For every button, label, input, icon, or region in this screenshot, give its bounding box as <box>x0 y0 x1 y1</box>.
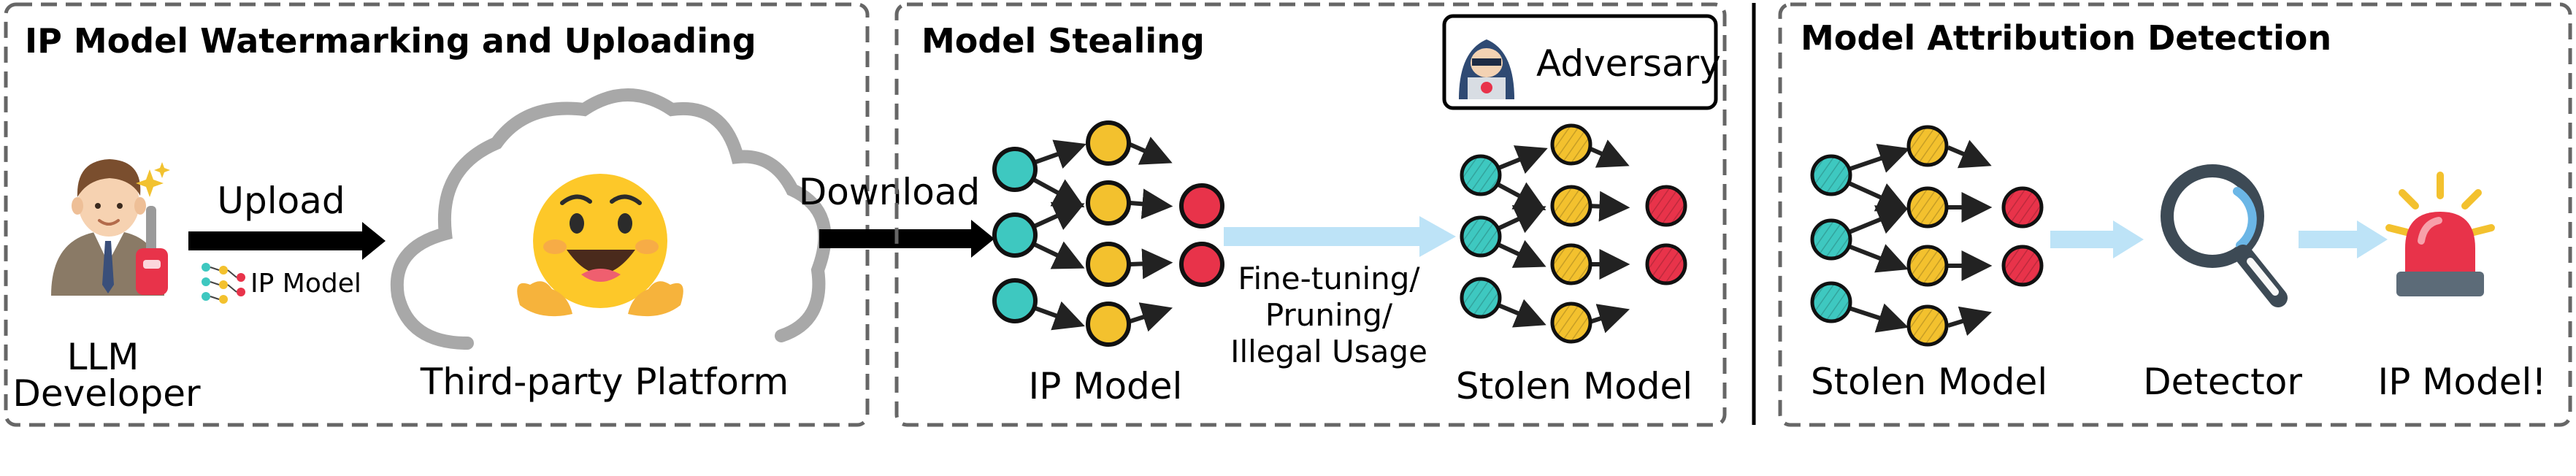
ip-model-tag: IP Model <box>250 269 361 299</box>
output-node <box>1647 187 1685 225</box>
output-node <box>2004 247 2042 285</box>
panel-watermarking <box>4 2 870 427</box>
hidden-node <box>1086 302 1131 347</box>
alarm-siren-icon <box>2385 172 2495 296</box>
output-node <box>2004 188 2042 226</box>
platform-cloud <box>390 88 832 350</box>
hidden-node <box>1909 307 1947 345</box>
hidden-node <box>1909 247 1947 285</box>
panel-stealing-title: Model Stealing <box>921 21 1205 61</box>
hidden-node <box>1909 127 1947 165</box>
input-node <box>992 212 1038 258</box>
ip-model-label: IP Model <box>1029 365 1183 407</box>
platform-label: Third-party Platform <box>420 361 789 403</box>
developer-label-line1: LLM <box>67 336 139 378</box>
input-node <box>1812 283 1850 321</box>
stolen-model-label: Stolen Model <box>1456 365 1693 407</box>
panel-stealing <box>894 2 1727 427</box>
input-node <box>1462 218 1500 256</box>
hidden-node <box>1086 242 1131 287</box>
input-node <box>1812 220 1850 258</box>
ip-model-mini-icon <box>202 263 245 304</box>
adversary-label: Adversary <box>1536 42 1721 85</box>
input-node <box>992 278 1038 323</box>
detection-stolen-model-label: Stolen Model <box>1811 361 2047 403</box>
developer-label-line2: Developer <box>12 372 201 415</box>
hidden-node <box>1552 304 1590 342</box>
hidden-node <box>1086 120 1131 166</box>
attack-label-line2: Pruning/ <box>1265 297 1393 333</box>
input-node <box>1462 156 1500 194</box>
ip-model-network <box>992 120 1224 347</box>
input-node <box>1812 156 1850 194</box>
panel-watermarking-title: IP Model Watermarking and Uploading <box>25 21 756 61</box>
hidden-node <box>1909 188 1947 226</box>
hidden-node <box>1552 245 1590 283</box>
output-node <box>1179 242 1224 287</box>
input-node <box>1462 279 1500 317</box>
upload-label: Upload <box>217 180 345 222</box>
stolen-model-network <box>1460 123 1687 344</box>
hidden-node <box>1552 187 1590 225</box>
hidden-node <box>1552 126 1590 164</box>
hugging-face-icon <box>517 174 683 317</box>
hidden-node <box>1086 180 1131 226</box>
detector-label: Detector <box>2143 361 2302 403</box>
panel-detection <box>1778 2 2572 427</box>
attack-label-line3: Illegal Usage <box>1230 334 1427 369</box>
detected-model-network <box>1810 125 2044 347</box>
key-icon <box>136 206 168 295</box>
result-label: IP Model! <box>2378 361 2547 403</box>
panel-detection-title: Model Attribution Detection <box>1801 18 2331 58</box>
download-label: Download <box>799 171 981 213</box>
hacker-icon <box>1459 39 1514 99</box>
magnifier-icon <box>2161 164 2288 307</box>
attack-label-line1: Fine-tuning/ <box>1238 261 1420 296</box>
input-node <box>992 147 1038 192</box>
output-node <box>1179 183 1224 229</box>
output-node <box>1647 245 1685 283</box>
